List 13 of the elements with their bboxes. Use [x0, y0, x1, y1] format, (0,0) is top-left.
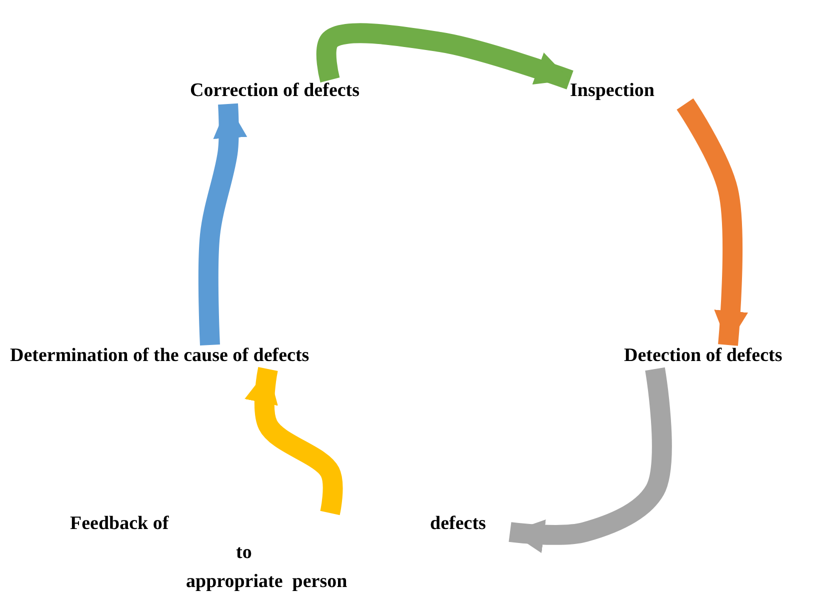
step-label: Inspection	[570, 80, 654, 102]
step-label: appropriate person	[186, 571, 348, 593]
curved-arrow	[316, 23, 574, 90]
curved-arrow	[244, 367, 343, 516]
step-label: Feedback of	[70, 513, 169, 535]
curved-arrow	[508, 367, 672, 553]
step-label: defects	[430, 513, 486, 535]
step-label: Correction of defects	[190, 80, 360, 102]
step-label: Detection of defects	[624, 345, 782, 367]
step-label: to	[236, 542, 252, 564]
curved-arrow	[676, 98, 748, 346]
step-label: Determination of the cause of defects	[10, 345, 310, 367]
curved-arrow	[198, 103, 248, 346]
